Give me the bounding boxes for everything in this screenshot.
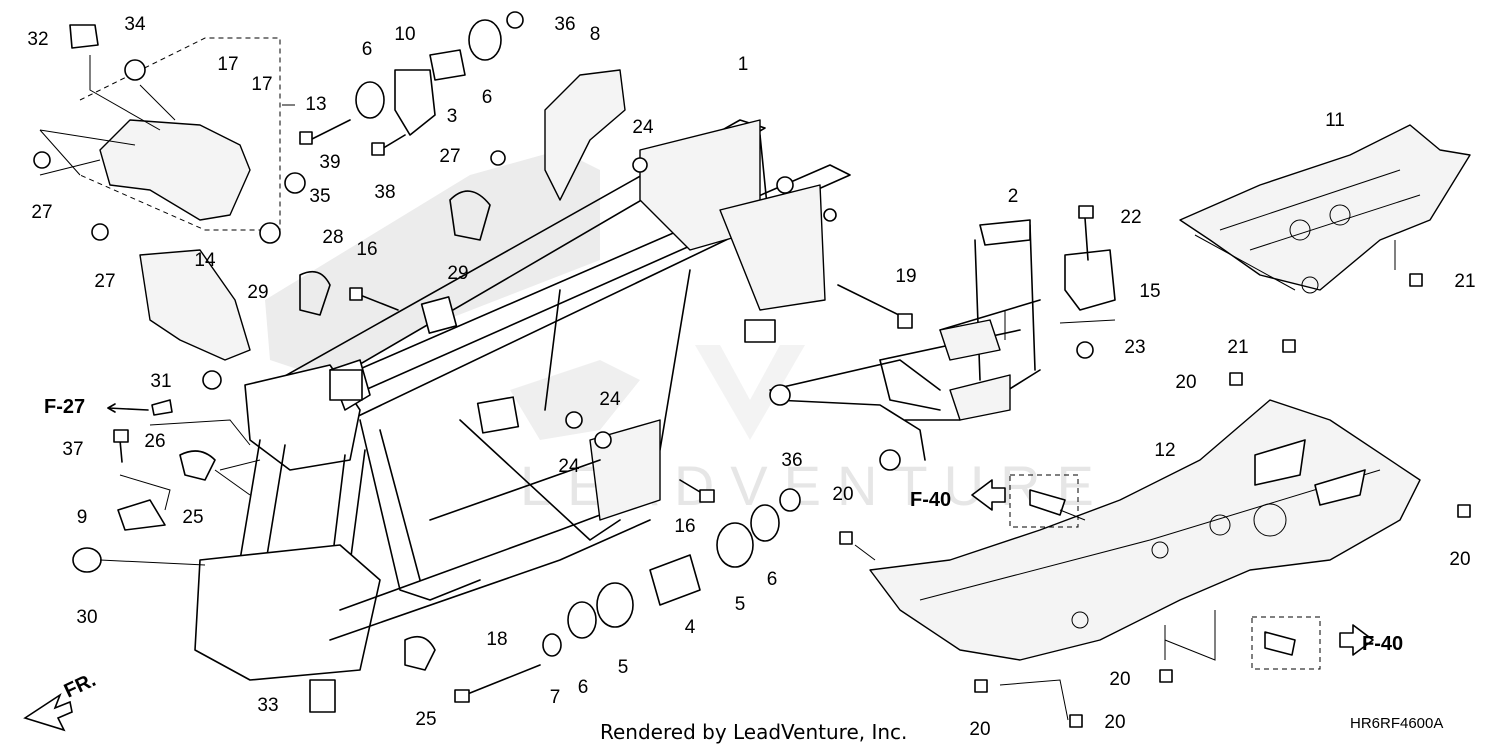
- watermark-logo: [695, 345, 805, 440]
- callout-labels: 32 34 10 36 8 17 17 13 6 3 6 1 27 39 38 …: [27, 14, 1475, 740]
- callout-29-left[interactable]: 29: [247, 282, 268, 303]
- callout-16-low[interactable]: 16: [674, 516, 695, 537]
- callout-13[interactable]: 13: [305, 94, 326, 115]
- callout-20-bottom[interactable]: 20: [1104, 712, 1125, 733]
- callout-27-lower[interactable]: 27: [94, 271, 115, 292]
- callout-30[interactable]: 30: [76, 607, 97, 628]
- callout-36-mid[interactable]: 36: [781, 450, 802, 471]
- reference-f40-upper[interactable]: F-40: [910, 489, 951, 511]
- callout-32[interactable]: 32: [27, 29, 48, 50]
- callout-9[interactable]: 9: [77, 507, 88, 528]
- callout-6-low[interactable]: 6: [578, 677, 589, 698]
- callout-6-top[interactable]: 6: [362, 39, 373, 60]
- callout-20-top[interactable]: 20: [1175, 372, 1196, 393]
- diagram-code: HR6RF4600A: [1350, 715, 1443, 732]
- leader-lines: [39, 55, 1396, 721]
- skid-plate-lower: [869, 399, 1421, 661]
- callout-25-low[interactable]: 25: [415, 709, 436, 730]
- rendered-by-credit: Rendered by LeadVenture, Inc.: [600, 720, 907, 744]
- callout-28[interactable]: 28: [322, 227, 343, 248]
- callout-7[interactable]: 7: [550, 687, 561, 708]
- callout-11[interactable]: 11: [1325, 110, 1345, 131]
- callout-26[interactable]: 26: [144, 431, 165, 452]
- callout-3[interactable]: 3: [447, 106, 458, 127]
- callout-22[interactable]: 22: [1120, 207, 1141, 228]
- callout-24-mid[interactable]: 24: [599, 389, 621, 410]
- callout-6-mid[interactable]: 6: [767, 569, 778, 590]
- reference-f27[interactable]: F-27: [44, 396, 85, 418]
- callout-12[interactable]: 12: [1154, 440, 1175, 461]
- callout-27-left[interactable]: 27: [31, 202, 52, 223]
- callout-18[interactable]: 18: [486, 629, 507, 650]
- skid-plate-upper: [1179, 124, 1471, 294]
- callout-6-top-right[interactable]: 6: [482, 87, 493, 108]
- callout-10[interactable]: 10: [394, 24, 415, 45]
- front-direction-arrow: [23, 692, 73, 732]
- callout-20-lower[interactable]: 20: [1109, 669, 1130, 690]
- callout-31[interactable]: 31: [150, 371, 171, 392]
- callout-20-right[interactable]: 20: [1449, 549, 1470, 570]
- dotted-floor-panel: [265, 150, 640, 440]
- callout-33[interactable]: 33: [257, 695, 278, 716]
- main-frame: [194, 119, 851, 681]
- callout-24-top[interactable]: 24: [632, 117, 654, 138]
- callout-21-mid[interactable]: 21: [1227, 337, 1248, 358]
- callout-34[interactable]: 34: [124, 14, 146, 35]
- callout-21-right[interactable]: 21: [1454, 271, 1475, 292]
- callout-1[interactable]: 1: [738, 54, 749, 75]
- callout-14[interactable]: 14: [194, 250, 216, 271]
- callout-4[interactable]: 4: [685, 617, 696, 638]
- callout-17b[interactable]: 17: [251, 74, 272, 95]
- callout-15[interactable]: 15: [1139, 281, 1160, 302]
- bushing-stack: [355, 11, 801, 657]
- callout-36-top[interactable]: 36: [554, 14, 575, 35]
- callout-25-left[interactable]: 25: [182, 507, 203, 528]
- callout-16-left[interactable]: 16: [356, 239, 377, 260]
- callout-2[interactable]: 2: [1008, 186, 1019, 207]
- callout-5-low[interactable]: 5: [618, 657, 629, 678]
- callout-35[interactable]: 35: [309, 186, 330, 207]
- callout-24-low[interactable]: 24: [558, 456, 580, 477]
- callout-8[interactable]: 8: [590, 24, 601, 45]
- callout-39[interactable]: 39: [319, 152, 340, 173]
- callout-27-mid[interactable]: 27: [439, 146, 460, 167]
- front-direction-label: FR.: [61, 669, 99, 703]
- brackets: [117, 69, 1116, 531]
- callout-20-bottom-left[interactable]: 20: [969, 719, 990, 740]
- callout-29-mid[interactable]: 29: [447, 263, 468, 284]
- side-cover-left: [79, 37, 281, 361]
- callout-19[interactable]: 19: [895, 266, 916, 287]
- clips: [33, 24, 1296, 713]
- callout-38[interactable]: 38: [374, 182, 395, 203]
- callout-23[interactable]: 23: [1124, 337, 1145, 358]
- bolts: [113, 119, 1471, 728]
- reference-f40-lower[interactable]: F-40: [1362, 633, 1403, 655]
- rear-sub-frame: [769, 219, 1041, 471]
- callout-37[interactable]: 37: [62, 439, 83, 460]
- callout-20-mid[interactable]: 20: [832, 484, 853, 505]
- callout-17a[interactable]: 17: [217, 54, 238, 75]
- callout-5-mid[interactable]: 5: [735, 594, 746, 615]
- reference-boxes: [107, 403, 1374, 670]
